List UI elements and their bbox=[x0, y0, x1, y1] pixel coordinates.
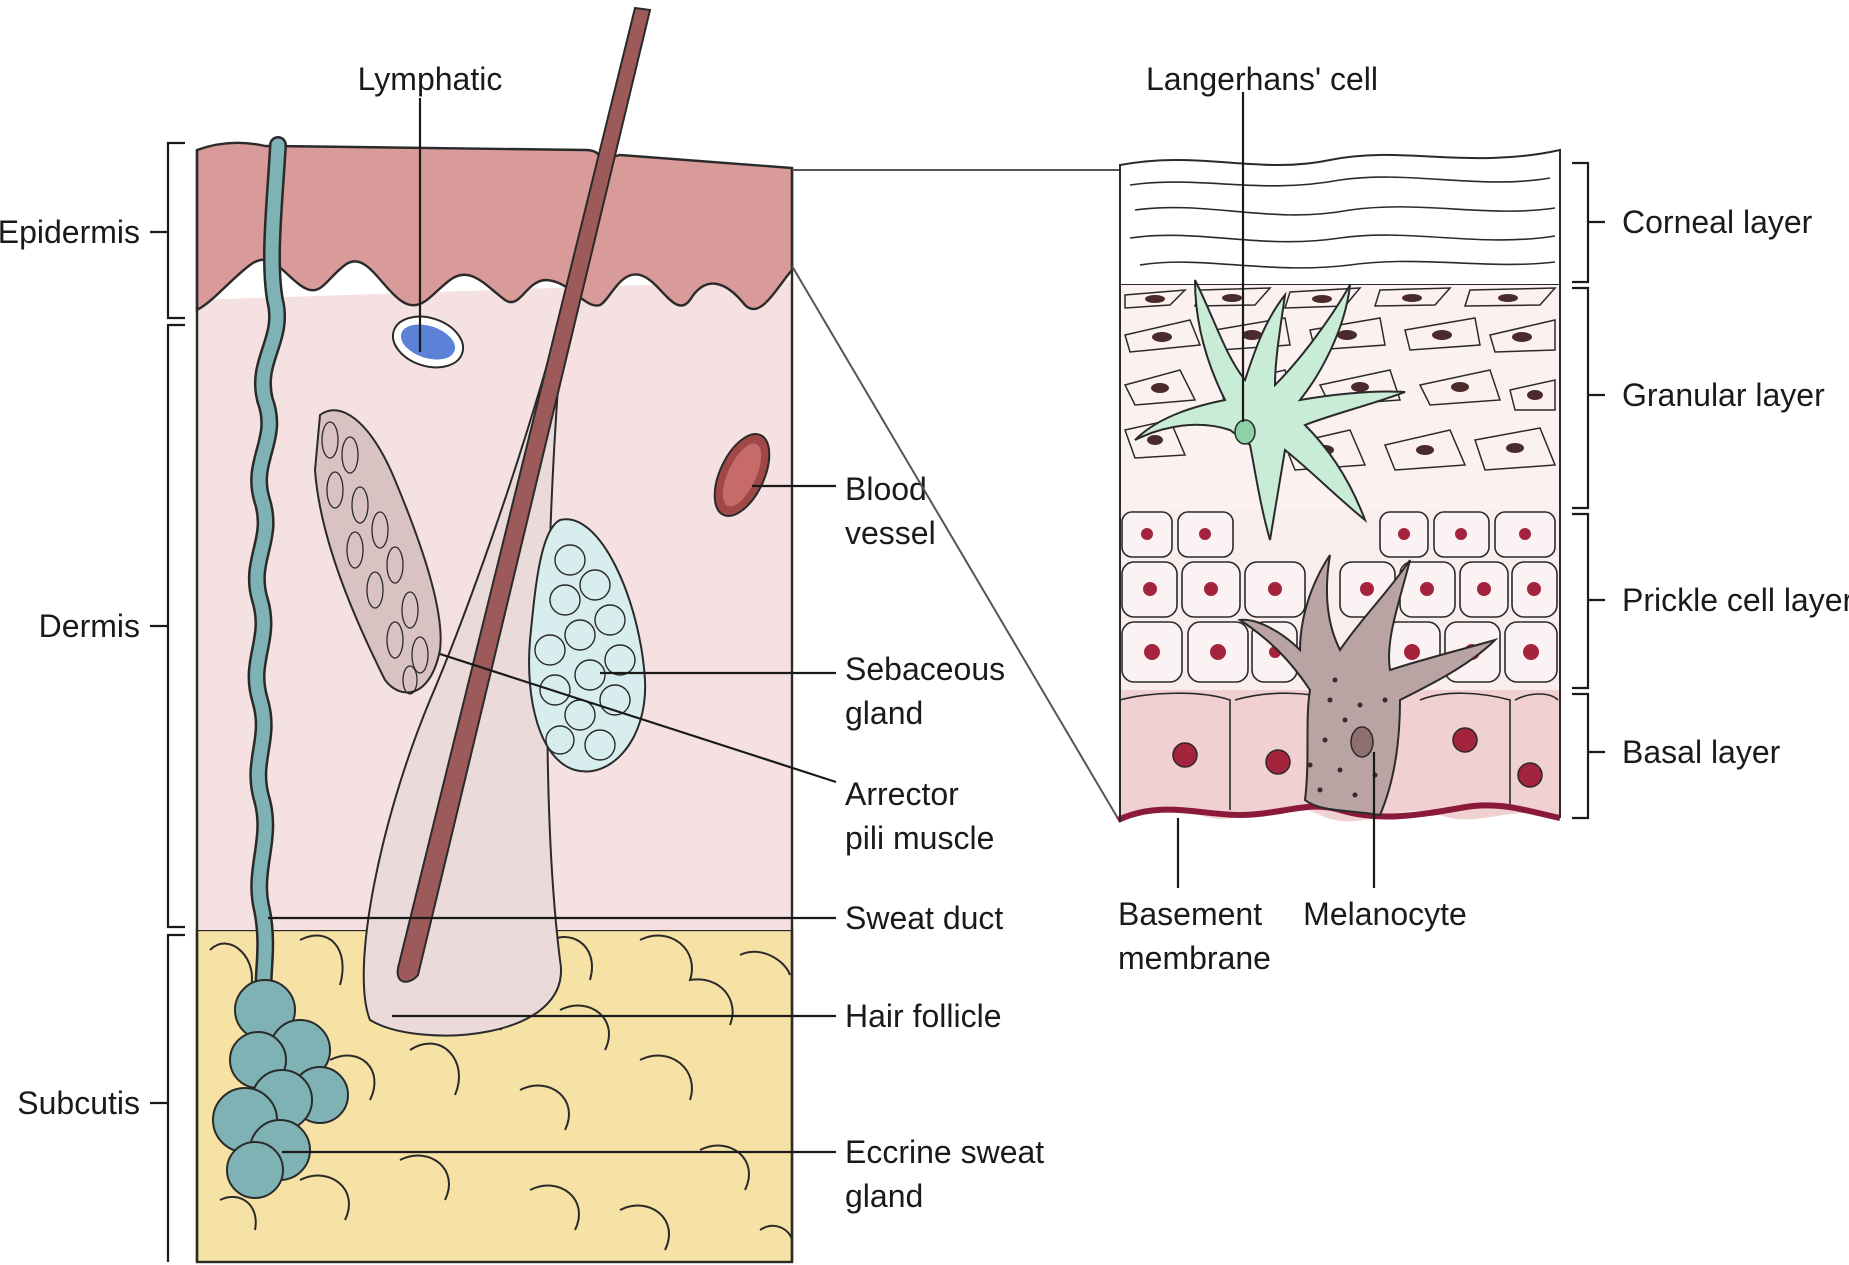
eccrine-gland-label: Eccrine sweat gland bbox=[845, 1134, 1053, 1214]
arrector-pili-label: Arrector pili muscle bbox=[845, 776, 994, 856]
magnification-connectors bbox=[792, 170, 1120, 822]
sebaceous-gland-label: Sebaceous gland bbox=[845, 651, 1014, 731]
granular-layer-label: Granular layer bbox=[1622, 377, 1825, 413]
subcutis-label: Subcutis bbox=[17, 1085, 140, 1121]
basement-membrane-label: Basement membrane bbox=[1118, 896, 1271, 976]
lymphatic-label: Lymphatic bbox=[358, 61, 503, 97]
right-epidermis-detail bbox=[1118, 150, 1560, 822]
langerhans-cell-label: Langerhans' cell bbox=[1146, 61, 1378, 97]
sweat-duct-label: Sweat duct bbox=[845, 900, 1003, 936]
corneal-layer-label: Corneal layer bbox=[1622, 204, 1813, 240]
left-region-brackets bbox=[150, 143, 185, 1262]
epidermis-region bbox=[197, 143, 792, 310]
dermis-label: Dermis bbox=[39, 608, 140, 644]
epidermis-label: Epidermis bbox=[0, 214, 140, 250]
hair-follicle-label: Hair follicle bbox=[845, 998, 1001, 1034]
right-layer-brackets bbox=[1572, 163, 1605, 818]
melanocyte-label: Melanocyte bbox=[1303, 896, 1467, 932]
basal-layer-label: Basal layer bbox=[1622, 734, 1781, 770]
blood-vessel-label: Blood vessel bbox=[845, 471, 936, 551]
prickle-cell-layer-label: Prickle cell layer bbox=[1622, 582, 1849, 618]
left-skin-section bbox=[197, 8, 792, 1262]
